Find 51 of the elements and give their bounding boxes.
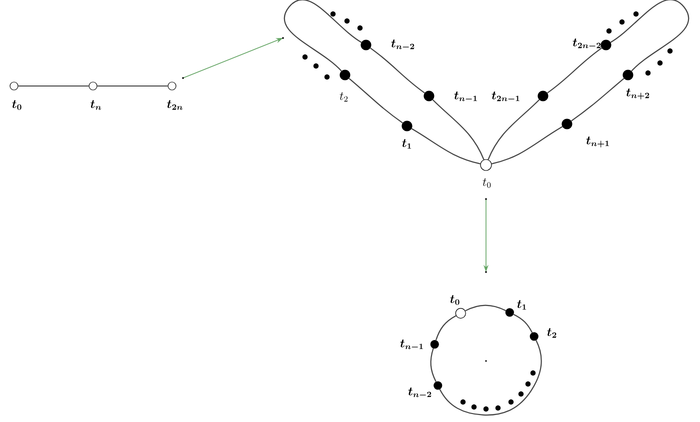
open-point (10, 82, 18, 90)
curve (411, 128, 480, 164)
point-label: $t_1$ (517, 300, 526, 310)
curve (97, 85, 168, 87)
curve (348, 78, 403, 124)
point (562, 118, 572, 130)
point-label: $t_{n-2}$ (391, 40, 414, 50)
point-label: $t_2$ (547, 328, 556, 338)
point-label: $t_{n-1}$ (400, 340, 423, 350)
curve (284, 0, 362, 72)
curve (465, 304, 506, 312)
point-label: $t_{n-1}$ (454, 92, 477, 102)
curve (513, 314, 533, 333)
curve (610, 0, 690, 72)
curve (488, 99, 540, 160)
point-label: $t_0$ (450, 295, 460, 305)
point-label: $t_{2n-2}$ (572, 38, 601, 48)
open-point (480, 159, 492, 171)
point-label: $t_n$ (90, 100, 102, 110)
point (434, 381, 442, 390)
curve (18, 85, 89, 87)
point (538, 90, 548, 102)
point (424, 90, 434, 102)
point (622, 70, 634, 80)
curve (547, 48, 602, 94)
curve (492, 126, 563, 164)
point (530, 332, 538, 341)
curve (435, 315, 456, 340)
curve (571, 78, 624, 122)
point (402, 120, 412, 132)
point-label: $t_{n+2}$ (626, 88, 650, 100)
curve (370, 48, 425, 94)
point-label: $t_0$ (12, 100, 22, 110)
point (505, 308, 514, 317)
open-point (455, 308, 466, 319)
point (360, 40, 372, 50)
point-label: $t_1$ (402, 139, 412, 149)
open-point (168, 82, 176, 90)
point-label: $t_{n-2}$ (408, 388, 432, 398)
point-label: $t_2$ (340, 92, 348, 102)
point (340, 70, 350, 80)
curve (439, 340, 542, 416)
curve (430, 348, 436, 382)
point-label: $t_0$ (482, 178, 491, 188)
point-label: $t_{n+1}$ (586, 136, 609, 148)
point (600, 40, 612, 50)
point (430, 340, 439, 349)
point-label: $t_{2n}$ (167, 100, 182, 110)
point-label: $t_{2n-1}$ (492, 92, 520, 102)
curve (432, 99, 484, 160)
open-point (88, 82, 98, 90)
